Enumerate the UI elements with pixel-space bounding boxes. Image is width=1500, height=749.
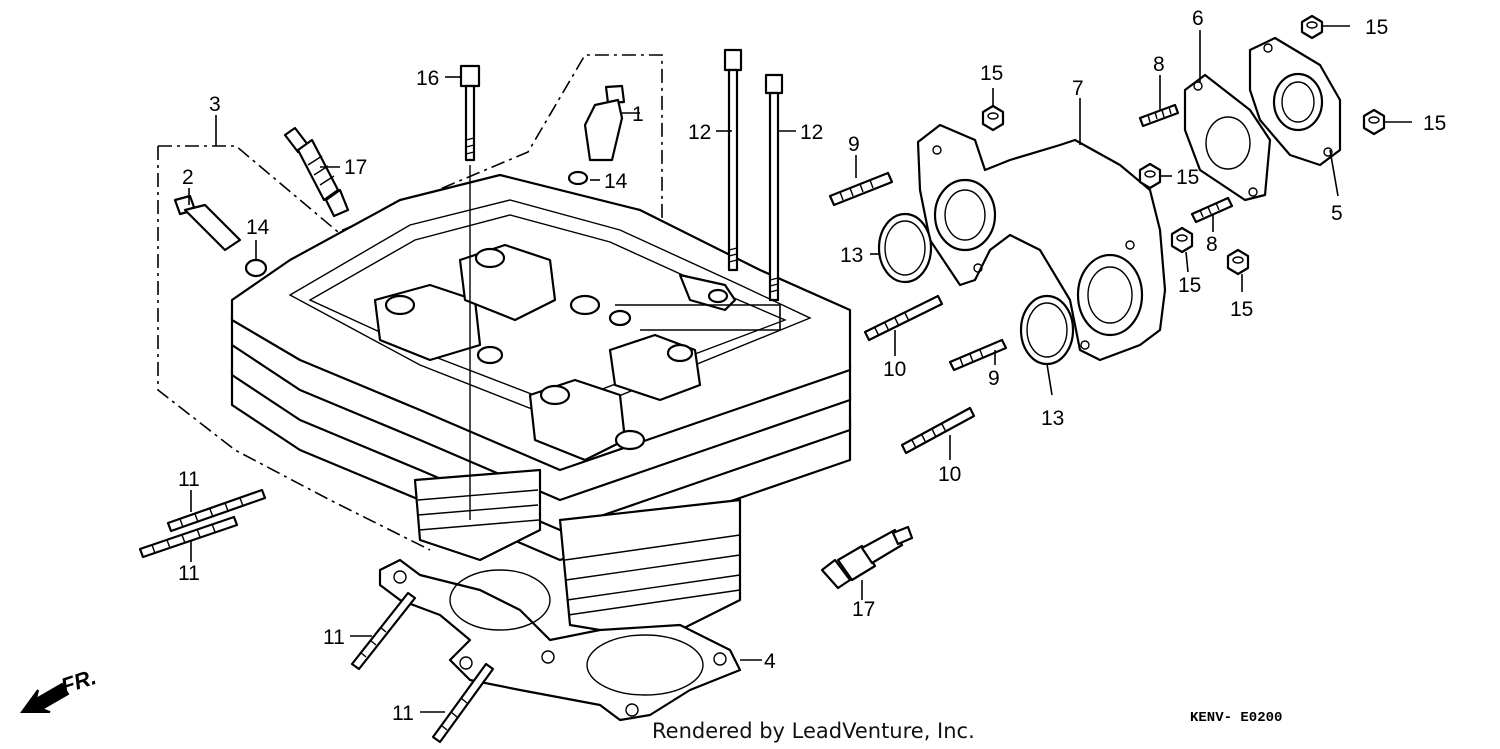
dowel-pin-2	[173, 194, 242, 252]
callout-9-lower: 9	[988, 367, 1000, 390]
callout-1: 1	[632, 103, 644, 126]
callout-8-lower: 8	[1206, 233, 1218, 256]
leader-lines	[188, 25, 1412, 713]
diagram-code: KENV- E0200	[1190, 710, 1282, 726]
callout-14-upper: 14	[604, 170, 628, 193]
callout-15-d: 15	[1176, 166, 1199, 189]
callout-13-lower: 13	[1041, 407, 1064, 430]
bolt-16	[459, 64, 481, 520]
render-credit: Rendered by LeadVenture, Inc.	[652, 719, 975, 743]
callout-12-left: 12	[688, 121, 711, 144]
stud-10-upper	[863, 294, 944, 342]
stud-8-lower	[1190, 196, 1234, 224]
o-ring-14-left	[244, 258, 268, 278]
bolt-12-right	[764, 73, 784, 302]
callout-14-left: 14	[246, 216, 270, 239]
callout-11-c: 11	[323, 626, 345, 649]
nut-15-d	[1138, 162, 1162, 190]
stud-11-c	[350, 591, 417, 671]
callout-11-a: 11	[178, 468, 200, 491]
callout-17-lower: 17	[852, 598, 875, 621]
callout-9-upper: 9	[848, 133, 860, 156]
nut-15-e	[1170, 226, 1194, 254]
callout-10-lower: 10	[938, 463, 961, 486]
stud-9-upper	[828, 171, 894, 207]
bolt-12-left	[723, 48, 743, 272]
cylinder-head	[230, 173, 852, 642]
o-ring-14-upper	[567, 170, 589, 186]
intake-manifold	[916, 123, 1167, 362]
spark-plug-17-lower	[820, 525, 914, 590]
front-direction-indicator: FR.	[20, 664, 99, 713]
callout-11-b: 11	[178, 562, 200, 585]
callout-2: 2	[182, 166, 194, 189]
arrow-icon	[20, 682, 70, 713]
callout-15-a: 15	[980, 62, 1003, 85]
callout-11-d: 11	[392, 702, 414, 725]
spark-plug-17-upper	[283, 126, 350, 218]
insulator-gasket	[1183, 73, 1272, 202]
callout-6: 6	[1192, 7, 1204, 30]
stud-8-upper	[1138, 103, 1180, 128]
intake-gasket-lower	[1019, 294, 1075, 366]
callout-10-upper: 10	[883, 358, 906, 381]
callout-15-f: 15	[1230, 298, 1253, 321]
callout-13-upper: 13	[840, 244, 863, 267]
carburetor-insulator	[1248, 36, 1342, 167]
stud-10-lower	[900, 406, 976, 455]
front-label: FR.	[58, 664, 99, 699]
stud-9-lower	[948, 338, 1008, 372]
callout-5: 5	[1331, 202, 1343, 225]
nut-15-b	[1300, 14, 1324, 40]
callout-3: 3	[209, 93, 221, 116]
callout-15-b: 15	[1365, 16, 1388, 39]
callout-16: 16	[416, 67, 439, 90]
callout-4: 4	[764, 650, 776, 673]
intake-gasket-upper	[877, 212, 933, 284]
callout-8-upper: 8	[1153, 53, 1165, 76]
head-gasket	[378, 558, 742, 722]
nut-15-a	[981, 104, 1005, 132]
dowel-pin-1	[583, 84, 626, 162]
callout-17-upper: 17	[344, 156, 367, 179]
callout-7: 7	[1072, 77, 1084, 100]
stud-11-b	[138, 515, 239, 559]
stud-11-a	[166, 488, 267, 533]
nut-15-c	[1362, 108, 1386, 136]
callout-15-c: 15	[1423, 112, 1446, 135]
callout-labels: 1 2 3 4 5 6 7 8 8 9 9 10 10 11 11 11 11 …	[178, 7, 1446, 725]
callout-15-e: 15	[1178, 274, 1201, 297]
nut-15-f	[1226, 248, 1250, 276]
stud-11-d	[431, 662, 495, 744]
callout-12-right: 12	[800, 121, 823, 144]
